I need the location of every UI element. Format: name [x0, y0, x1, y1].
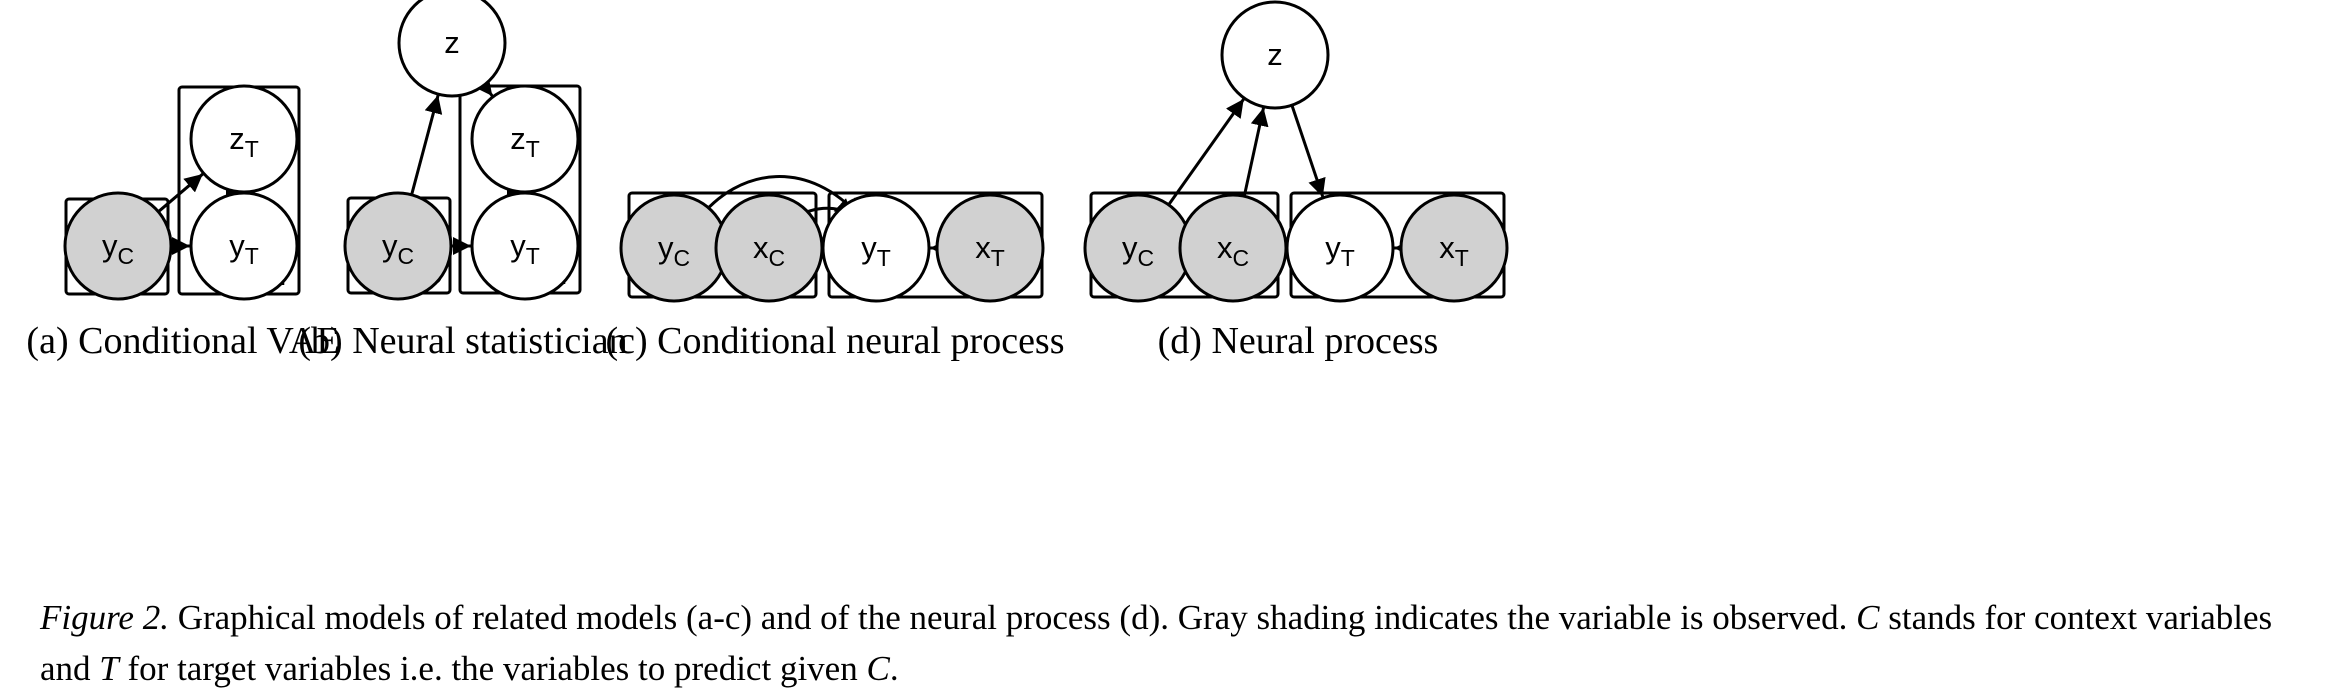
- xT-label: xT: [975, 230, 1005, 271]
- panel-c: CTyCxCyTxT(c) Conditional neural process: [605, 175, 1065, 362]
- node-zT: zT: [470, 84, 580, 194]
- panel-a: CTyCzTyT(a) Conditional VAE: [26, 84, 340, 362]
- xT-circle: [1399, 193, 1509, 303]
- edge-yC-to-z: [1167, 98, 1245, 206]
- yT-label: yT: [510, 228, 540, 269]
- caption-figure-label: Figure 2.: [40, 598, 169, 637]
- caption-math-t: T: [99, 649, 119, 688]
- yT-circle: [189, 191, 299, 301]
- node-yT: yT: [821, 193, 931, 303]
- node-z: z: [397, 0, 507, 98]
- xT-circle: [935, 193, 1045, 303]
- figure-caption: Figure 2. Graphical models of related mo…: [40, 592, 2300, 694]
- node-yC: yC: [63, 191, 173, 301]
- node-yC: yC: [619, 193, 729, 303]
- graphical-models-diagram: CTyCzTyT(a) Conditional VAECTzyCzTyT(b) …: [26, 0, 1509, 362]
- yC-circle: [63, 191, 173, 301]
- node-yC: yC: [343, 191, 453, 301]
- caption-text: for target variables i.e. the variables …: [118, 649, 867, 688]
- z-label: z: [444, 25, 460, 60]
- edge-xC-to-z: [1242, 107, 1269, 197]
- yT-label: yT: [861, 230, 891, 271]
- node-yT: yT: [470, 191, 580, 301]
- yT-label: yT: [1325, 230, 1355, 271]
- caption-math-c: C: [866, 649, 890, 688]
- yC-label: yC: [382, 228, 414, 269]
- panel-b-caption: (b) Neural statistician: [298, 320, 627, 362]
- figure: CTyCzTyT(a) Conditional VAECTzyCzTyT(b) …: [26, 0, 1509, 362]
- node-xC: xC: [714, 193, 824, 303]
- caption-text: stands for context variables and: [40, 598, 2273, 688]
- node-z: z: [1220, 0, 1330, 110]
- xC-label: xC: [753, 230, 785, 271]
- zT-label: zT: [510, 121, 540, 162]
- z-circle: [397, 0, 507, 98]
- node-xT: xT: [1399, 193, 1509, 303]
- panel-d: CTzyCxCyTxT(d) Neural process: [1083, 0, 1509, 362]
- yC-label: yC: [102, 228, 134, 269]
- yC-circle: [343, 191, 453, 301]
- z-label: z: [1267, 37, 1283, 72]
- panel-c-caption: (c) Conditional neural process: [605, 320, 1064, 362]
- yC-label: yC: [1122, 230, 1154, 271]
- node-yT: yT: [189, 191, 299, 301]
- node-yC: yC: [1083, 193, 1193, 303]
- node-zT: zT: [189, 84, 299, 194]
- yT-circle: [1285, 193, 1395, 303]
- caption-text: .: [889, 649, 899, 688]
- yT-circle: [821, 193, 931, 303]
- edge-yC-to-z: [410, 94, 443, 196]
- panel-a-caption: (a) Conditional VAE: [26, 320, 339, 362]
- caption-math-c: C: [1856, 598, 1880, 637]
- xC-label: xC: [1217, 230, 1249, 271]
- node-xC: xC: [1178, 193, 1288, 303]
- yT-label: yT: [229, 228, 259, 269]
- edge-z-to-yT: [1290, 104, 1326, 198]
- edge-z-to-zT: [474, 76, 494, 97]
- xT-label: xT: [1439, 230, 1469, 271]
- yC-label: yC: [658, 230, 690, 271]
- caption-text: Graphical models of related models (a-c)…: [168, 598, 1857, 637]
- node-yT: yT: [1285, 193, 1395, 303]
- edge-yC-to-zT: [157, 172, 204, 213]
- node-xT: xT: [935, 193, 1045, 303]
- yT-circle: [470, 191, 580, 301]
- z-circle: [1220, 0, 1330, 110]
- zT-label: zT: [229, 121, 259, 162]
- panel-b: CTzyCzTyT(b) Neural statistician: [298, 0, 628, 362]
- panel-d-caption: (d) Neural process: [1158, 320, 1439, 362]
